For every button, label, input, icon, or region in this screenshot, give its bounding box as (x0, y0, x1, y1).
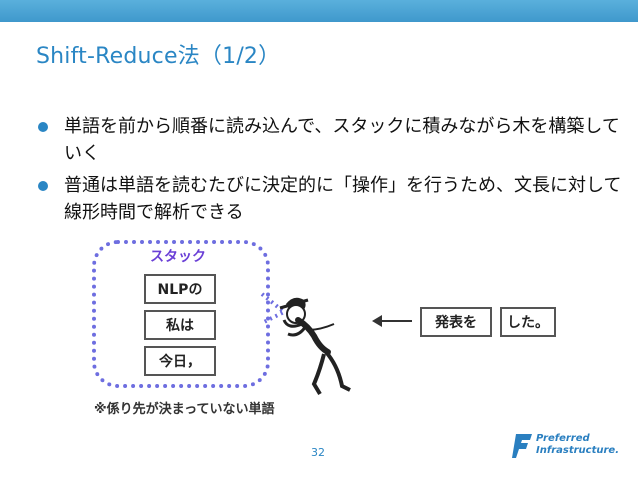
bullet-dot-icon (38, 181, 48, 191)
queue-item: した。 (500, 307, 556, 337)
stack-label: スタック (150, 249, 206, 265)
slide-title: Shift-Reduce法（1/2） (36, 44, 281, 69)
bullet-text: 単語を前から順番に読み込んで、スタックに積みながら木を構築していく (64, 116, 620, 164)
bullet-list: 単語を前から順番に読み込んで、スタックに積みながら木を構築していく 普通は単語を… (36, 113, 626, 231)
arrow-left-icon (372, 315, 412, 327)
stack-item: 私は (144, 310, 216, 340)
stack-item: NLPの (144, 274, 216, 304)
logo-text: Preferred Infrastructure. (536, 433, 619, 456)
company-logo: Preferred Infrastructure. (512, 432, 632, 462)
stack-thought-bubble (92, 240, 270, 388)
bullet-text: 普通は単語を読むたびに決定的に「操作」を行うため、文長に対して線形時間で解析でき… (64, 175, 622, 223)
top-banner (0, 0, 638, 22)
logo-mark-icon (512, 434, 532, 458)
queue-item: 発表を (420, 307, 492, 337)
bullet-dot-icon (38, 122, 48, 132)
bullet-item: 単語を前から順番に読み込んで、スタックに積みながら木を構築していく (36, 113, 626, 167)
page-number: 32 (311, 446, 325, 459)
stick-figure-illustration (279, 297, 351, 396)
bullet-item: 普通は単語を読むたびに決定的に「操作」を行うため、文長に対して線形時間で解析でき… (36, 172, 626, 226)
stack-item: 今日， (144, 346, 216, 376)
shift-reduce-figure: スタック NLPの 私は 今日， 発表を した。 ※係り先が決まっていない単語 (92, 238, 562, 418)
figure-note: ※係り先が決まっていない単語 (94, 402, 275, 417)
bubble-tail (260, 292, 288, 324)
